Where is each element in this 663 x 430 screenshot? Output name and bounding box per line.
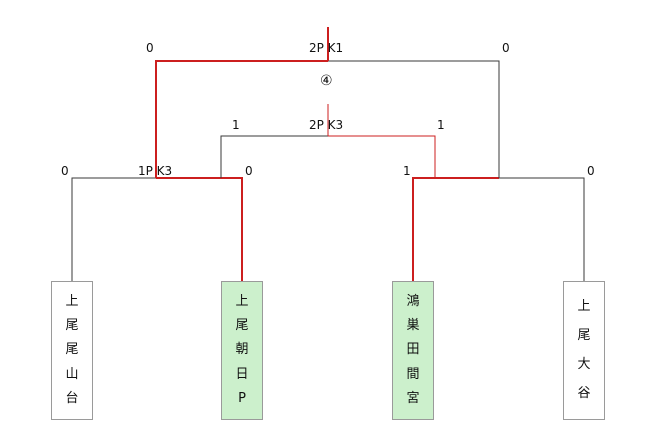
third-place-line-left — [220, 135, 328, 178]
team-name-char: 尾 — [65, 342, 79, 358]
team-name-char: 間 — [406, 366, 420, 382]
team-name-char: 尾 — [235, 318, 249, 334]
team-name-char: 上 — [577, 299, 591, 314]
bracket-line-team1 — [71, 177, 156, 281]
final-right-score: 0 — [502, 41, 510, 55]
team-name-char: 大 — [577, 357, 591, 372]
final-result: 2P K1 — [309, 41, 344, 55]
team-name-char: 上 — [235, 294, 249, 310]
final-marker: ④ — [320, 73, 333, 89]
final-line-left — [155, 60, 328, 178]
team-name-char: 尾 — [65, 318, 79, 334]
team-name-char: 巣 — [406, 318, 420, 334]
semi-right-left-score: 1 — [403, 164, 411, 178]
bracket-line-team3 — [412, 177, 499, 281]
semi-left-left-score: 0 — [61, 164, 69, 178]
team-box-4: 上 尾 大 谷 — [563, 281, 605, 420]
team-name-char: 田 — [406, 342, 420, 358]
team-name-char: 谷 — [577, 386, 591, 401]
team-name-char: 日 — [235, 366, 249, 382]
final-line-right — [328, 60, 500, 178]
team-name-char: 尾 — [577, 328, 591, 343]
team-box-3: 鴻 巣 田 間 宮 — [392, 281, 434, 420]
bracket-line-team2 — [156, 177, 243, 281]
semi-right-right-score: 0 — [587, 164, 595, 178]
third-place-line-right — [328, 135, 436, 178]
team-box-1: 上 尾 尾 山 台 — [51, 281, 93, 420]
final-left-score: 0 — [146, 41, 154, 55]
team-name-char: 台 — [65, 390, 79, 406]
semi-left-result: 1P K3 — [138, 164, 173, 178]
third-place-left-score: 1 — [232, 118, 240, 132]
team-name-char: 朝 — [235, 342, 249, 358]
team-name-char: 山 — [65, 366, 79, 382]
team-box-2: 上 尾 朝 日 P — [221, 281, 263, 420]
team-name-char: 宮 — [406, 390, 420, 406]
team-name-char: 鴻 — [406, 294, 420, 310]
third-place-result: 2P K3 — [309, 118, 344, 132]
semi-left-right-score: 0 — [245, 164, 253, 178]
bracket-line-team4 — [499, 177, 585, 281]
team-name-char: P — [238, 390, 246, 406]
team-name-char: 上 — [65, 294, 79, 310]
third-place-right-score: 1 — [437, 118, 445, 132]
